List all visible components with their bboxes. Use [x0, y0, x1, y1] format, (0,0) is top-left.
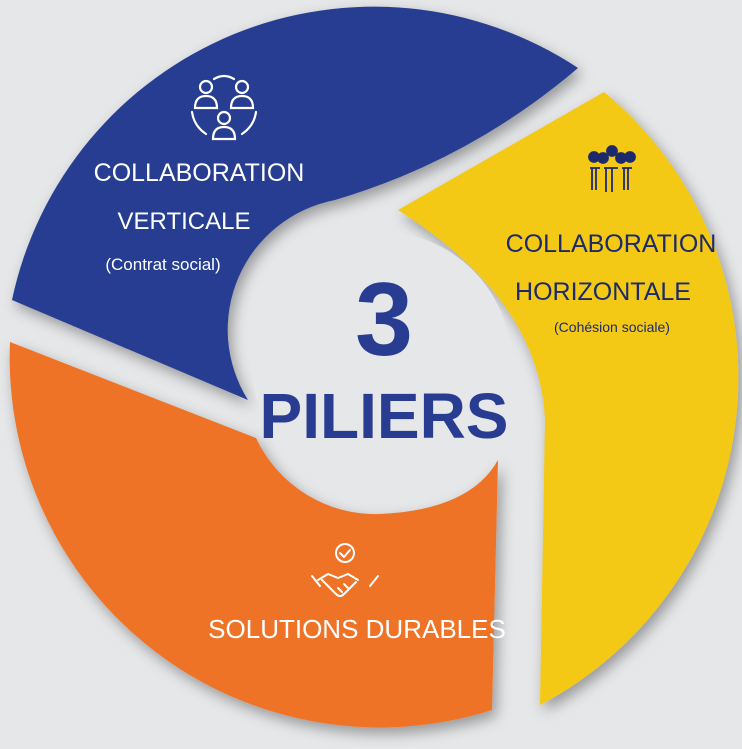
- center-circle: [251, 232, 511, 492]
- center-number: 3: [355, 262, 413, 378]
- verticale-title-line2: VERTICALE: [118, 208, 251, 235]
- handshake-check-icon: [311, 543, 379, 597]
- verticale-subtitle: (Contrat social): [105, 255, 220, 274]
- center-word: PILIERS: [260, 380, 509, 452]
- segment-durables: [9, 342, 498, 728]
- durables-title: SOLUTIONS DURABLES: [208, 614, 506, 644]
- horizontale-title-line2: HORIZONTALE: [515, 278, 691, 306]
- horizontale-subtitle: (Cohésion sociale): [554, 319, 670, 335]
- segment-verticale: [12, 6, 578, 400]
- horizontale-title-line1: COLLABORATION: [506, 230, 717, 258]
- group-people-icon: [588, 145, 636, 192]
- segment-horizontale: [398, 92, 739, 705]
- people-network-icon: [190, 74, 258, 141]
- verticale-title-line1: COLLABORATION: [94, 159, 305, 187]
